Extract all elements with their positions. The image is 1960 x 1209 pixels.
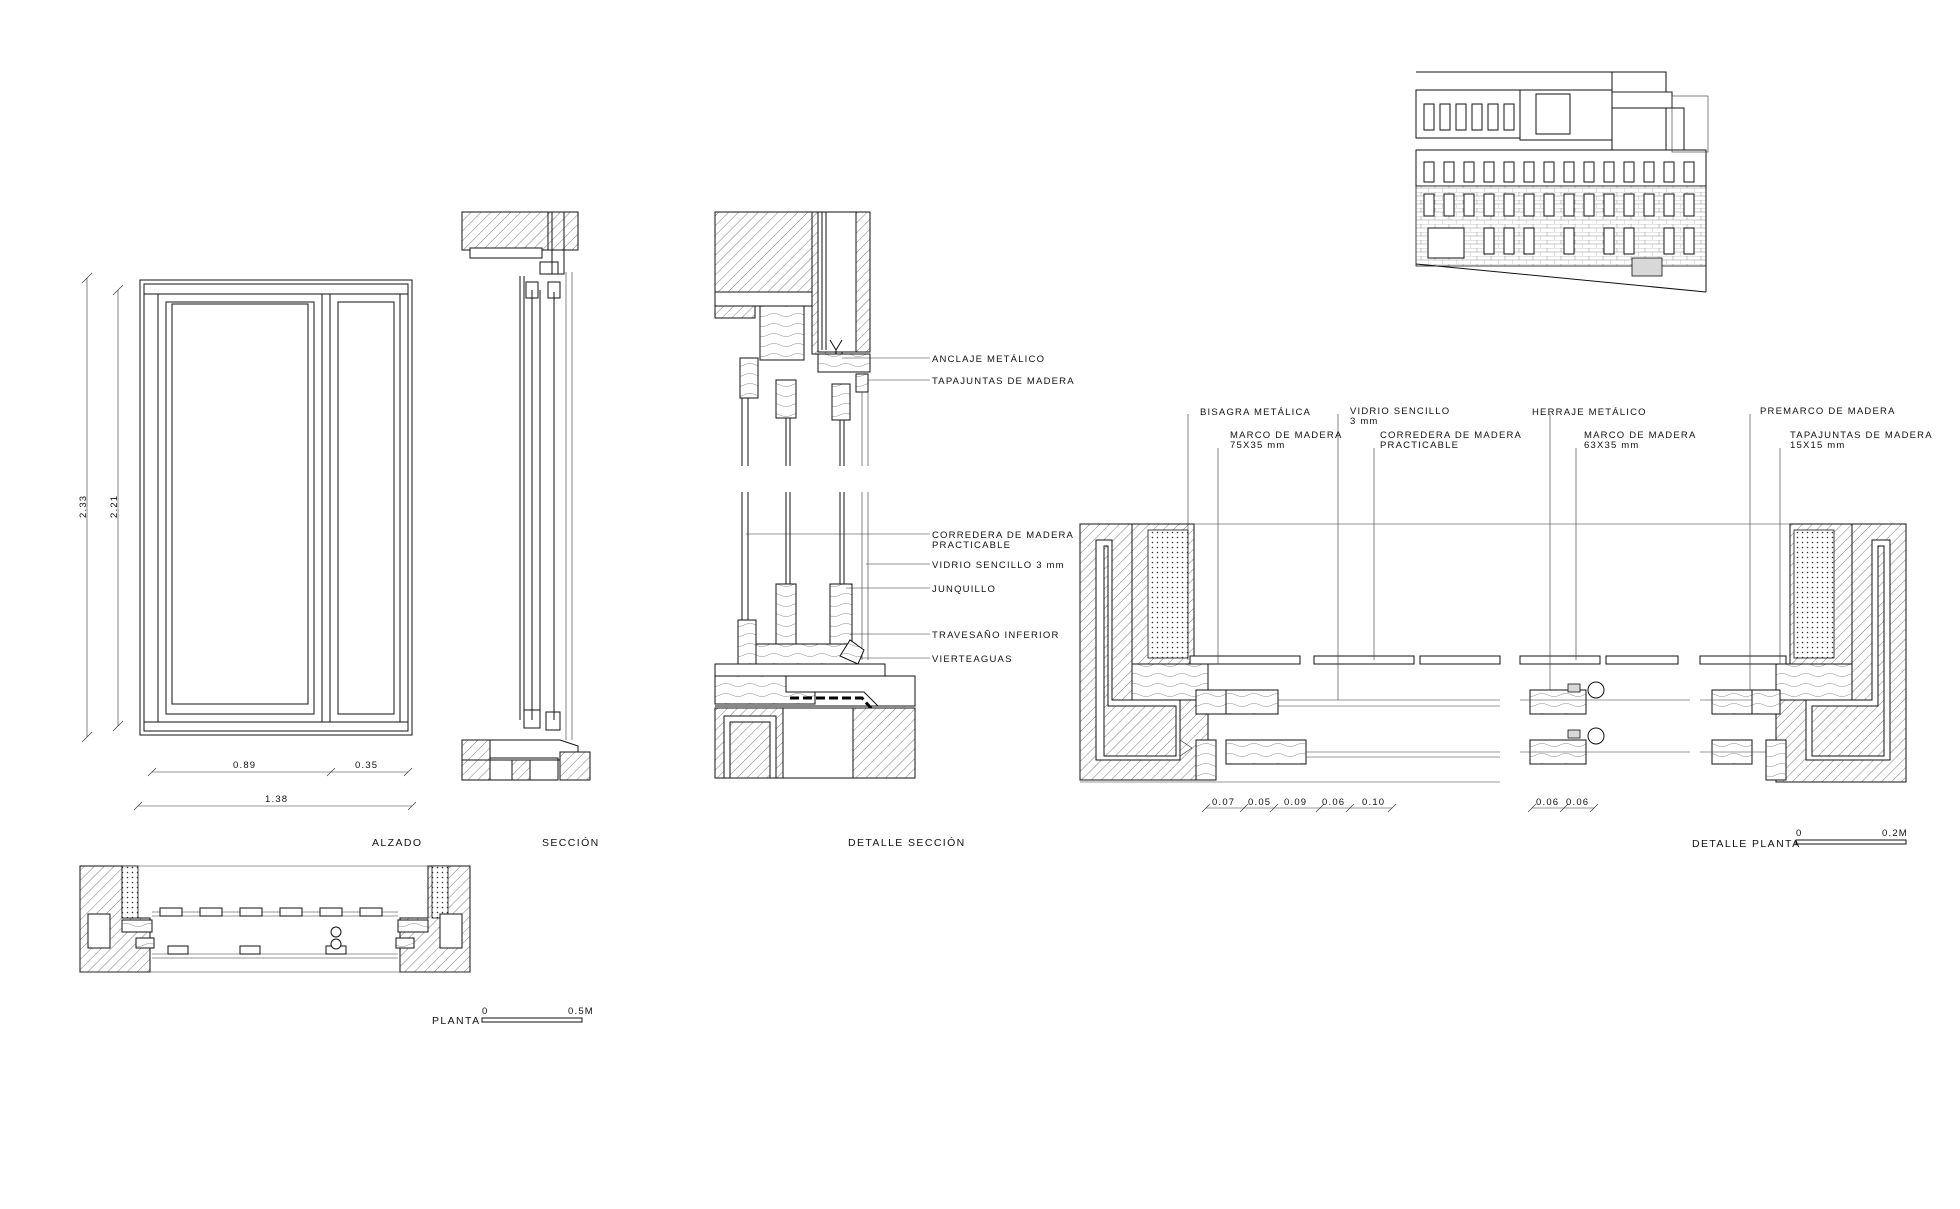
scale-plan-end: 0.5M xyxy=(568,1006,594,1017)
label-corredera-plan-2: PRACTICABLE xyxy=(1380,440,1459,451)
label-marco-75-size: 75X35 mm xyxy=(1230,440,1286,451)
label-seccion: SECCIÓN xyxy=(542,836,600,849)
scale-detail-end: 0.2M xyxy=(1882,828,1908,839)
plan-sash-profiles xyxy=(159,907,383,955)
plan-dim-1: 0.07 xyxy=(1212,797,1235,808)
detail-plan-view: BISAGRA METÁLICA MARCO DE MADERA 75X35 m… xyxy=(1079,406,1933,850)
label-tapajuntas-size: 15X15 mm xyxy=(1790,440,1846,451)
plan-dim-mid-1: 0.06 xyxy=(1536,797,1559,808)
dim-total-width: 1.38 xyxy=(265,794,288,805)
section-view: SECCIÓN xyxy=(461,211,600,849)
label-tapajuntas-plan: TAPAJUNTAS DE MADERA xyxy=(1790,430,1933,441)
plan-dim-3: 0.09 xyxy=(1284,797,1307,808)
label-premarco-madera: PREMARCO DE MADERA xyxy=(1760,406,1896,417)
plan-dim-4: 0.06 xyxy=(1322,797,1345,808)
label-anclaje-metalico: ANCLAJE METÁLICO xyxy=(932,354,1045,365)
label-vierteaguas: VIERTEAGUAS xyxy=(932,654,1013,665)
scale-detail-zero: 0 xyxy=(1796,828,1802,839)
label-tapajuntas-madera: TAPAJUNTAS DE MADERA xyxy=(932,376,1075,387)
label-travesano-inferior: TRAVESAÑO INFERIOR xyxy=(932,630,1060,641)
label-alzado: ALZADO xyxy=(372,837,422,849)
label-corredera-madera: CORREDERA DE MADERA xyxy=(932,530,1074,541)
label-vidrio-size: 3 mm xyxy=(1350,416,1379,427)
label-junquillo: JUNQUILLO xyxy=(932,584,996,595)
label-corredera-plan: CORREDERA DE MADERA xyxy=(1380,430,1522,441)
label-practicable: PRACTICABLE xyxy=(932,540,1011,551)
facade-windows xyxy=(1423,103,1695,277)
dim-inner-height: 2.21 xyxy=(109,495,120,518)
plan-view: PLANTA 0 0.5M xyxy=(79,865,594,1027)
dim-total-height: 2.33 xyxy=(78,495,89,518)
dim-right-width: 0.35 xyxy=(355,760,378,771)
scale-bar-plan xyxy=(481,1017,583,1023)
plan-dim-mid-2: 0.06 xyxy=(1566,797,1589,808)
elevation-view: 2.33 2.21 0.89 0.35 1.38 ALZADO xyxy=(78,272,422,849)
label-herraje-metalico: HERRAJE METÁLICO xyxy=(1532,407,1647,418)
label-detalle-planta: DETALLE PLANTA xyxy=(1692,838,1801,850)
scale-bar-detail xyxy=(1795,839,1907,845)
plan-dim-2: 0.05 xyxy=(1248,797,1271,808)
scale-plan-zero: 0 xyxy=(482,1006,488,1017)
label-detalle-seccion: DETALLE SECCIÓN xyxy=(848,836,966,849)
label-marco-63-size: 63X35 mm xyxy=(1584,440,1640,451)
label-vidrio-sencillo: VIDRIO SENCILLO 3 mm xyxy=(932,560,1065,571)
facade-key-plan xyxy=(1415,71,1709,293)
label-bisagra-metalica: BISAGRA METÁLICA xyxy=(1200,407,1311,418)
plan-dim-5: 0.10 xyxy=(1362,797,1385,808)
label-marco-75: MARCO DE MADERA xyxy=(1230,430,1342,441)
label-planta: PLANTA xyxy=(432,1015,480,1027)
label-vidrio-sencillo-plan: VIDRIO SENCILLO xyxy=(1350,406,1450,417)
label-marco-63: MARCO DE MADERA xyxy=(1584,430,1696,441)
detail-section-view: ANCLAJE METÁLICO TAPAJUNTAS DE MADERA CO… xyxy=(714,211,1075,849)
dim-left-width: 0.89 xyxy=(233,760,256,771)
